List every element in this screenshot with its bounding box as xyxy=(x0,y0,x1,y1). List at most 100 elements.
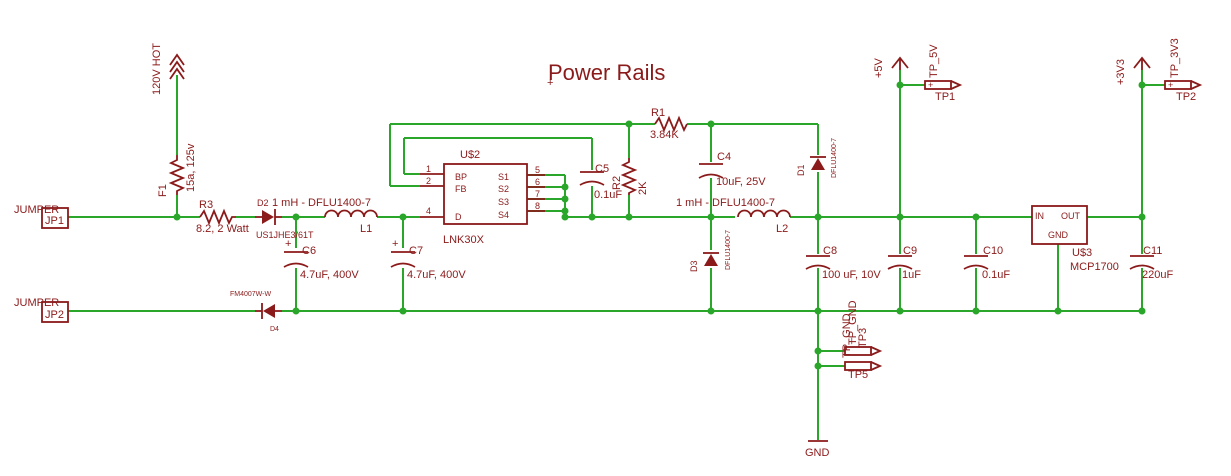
c5-value: 0.1uF xyxy=(594,189,622,201)
c10-value: 0.1uF xyxy=(982,269,1010,281)
u3-pin-out: OUT xyxy=(1061,211,1081,221)
l1-name: L1 xyxy=(360,223,372,235)
inductor-l1[interactable]: 1 mH - DFLU1400-7 L1 xyxy=(272,197,378,235)
junctions xyxy=(173,81,1146,370)
tp1-net: TP_5V xyxy=(928,44,940,78)
c9-value: 1uF xyxy=(902,269,921,281)
u2-pin6-num: 6 xyxy=(535,177,540,187)
testpoint-tp2[interactable]: + TP_3V3 TP2 xyxy=(1164,38,1203,103)
capacitor-c9[interactable]: C9 1uF xyxy=(887,245,921,281)
c4-name: C4 xyxy=(717,151,731,163)
capacitor-c6[interactable]: + C6 4.7uF, 400V xyxy=(283,238,359,281)
connector-jp1[interactable]: JUMPER JP1 xyxy=(14,204,69,229)
f1-name: F1 xyxy=(157,184,169,197)
svg-text:+: + xyxy=(285,238,291,250)
c7-name: C7 xyxy=(409,245,423,257)
capacitor-c11[interactable]: C11 220uF xyxy=(1129,245,1173,281)
fuse-f1[interactable]: F1 15a, 125v xyxy=(157,143,197,197)
r3-value: 8.2, 2 Watt xyxy=(196,223,249,235)
testpoint-tp5[interactable]: TP_GND TP5 xyxy=(841,313,883,381)
jp2-name-label: JP2 xyxy=(45,309,64,321)
capacitor-c7[interactable]: + C7 4.7uF, 400V xyxy=(390,238,466,281)
u2-value: LNK30X xyxy=(443,234,485,246)
c11-value: 220uF xyxy=(1142,269,1173,281)
u2-pin2-name: FB xyxy=(455,184,467,194)
r2-name: R2 xyxy=(611,176,623,190)
capacitor-c5[interactable]: C5 0.1uF xyxy=(579,163,622,201)
u3-pin-in: IN xyxy=(1035,211,1044,221)
u3-name: U$3 xyxy=(1072,247,1092,259)
d1-value: DFLU1400-7 xyxy=(831,138,838,178)
diode-d4[interactable]: FM4007W-W D4 xyxy=(230,291,282,333)
gnd-label: GND xyxy=(805,447,830,459)
c6-name: C6 xyxy=(302,245,316,257)
resistor-r2[interactable]: R2 2K xyxy=(611,158,649,195)
wires xyxy=(68,70,1165,440)
d4-name: D4 xyxy=(270,326,279,333)
u2-pin7-num: 7 xyxy=(535,189,540,199)
c7-value: 4.7uF, 400V xyxy=(407,269,466,281)
diode-d2[interactable]: D2 US1JHE3/61T xyxy=(255,198,314,240)
tp3-name: TP3 xyxy=(857,328,869,348)
u2-pin1-num: 1 xyxy=(426,164,431,174)
connector-jp2[interactable]: JUMPER JP2 xyxy=(14,297,69,323)
u2-pin8-name: S4 xyxy=(498,210,509,220)
capacitor-c10[interactable]: C10 0.1uF xyxy=(963,245,1010,281)
u2-pin6-name: S2 xyxy=(498,184,509,194)
v33-label: +3V3 xyxy=(1115,59,1127,85)
jp1-name-label: JP1 xyxy=(45,215,64,227)
tp2-net: TP_3V3 xyxy=(1169,38,1181,78)
d2-name: D2 xyxy=(257,198,269,208)
u3-pin-gnd: GND xyxy=(1048,230,1069,240)
capacitor-c4[interactable]: C4 10uF, 25V xyxy=(698,151,766,188)
d3-name: D3 xyxy=(689,260,699,272)
testpoint-tp1[interactable]: + TP_5V TP1 xyxy=(924,44,963,103)
ground-symbol: GND xyxy=(805,440,830,459)
c6-value: 4.7uF, 400V xyxy=(300,269,359,281)
svg-text:+: + xyxy=(1168,80,1173,90)
d3-value: DFLU1400-7 xyxy=(725,230,732,270)
u2-name: U$2 xyxy=(460,149,480,161)
title-origin-mark: + xyxy=(547,77,553,89)
d2-value: US1JHE3/61T xyxy=(256,230,314,240)
u2-pin4-name: D xyxy=(455,212,462,222)
jp2-type-label: JUMPER xyxy=(14,297,59,309)
d1-name: D1 xyxy=(796,164,806,176)
l1-value: 1 mH - DFLU1400-7 xyxy=(272,197,371,209)
tp3-net: TP_GND xyxy=(847,300,859,345)
inductor-l2[interactable]: 1 mH - DFLU1400-7 L2 xyxy=(676,197,791,235)
c4-value: 10uF, 25V xyxy=(716,176,766,188)
u3-value: MCP1700 xyxy=(1070,261,1119,273)
tp1-name: TP1 xyxy=(935,91,955,103)
u2-pin1-name: BP xyxy=(455,172,467,182)
schematic-title: Power Rails xyxy=(548,60,665,85)
supply-5v: +5V xyxy=(873,56,909,78)
diode-d3[interactable]: D3 DFLU1400-7 xyxy=(689,230,732,272)
ic-u3-mcp1700[interactable]: IN OUT GND U$3 MCP1700 xyxy=(1031,205,1119,273)
resistor-r3[interactable]: R3 8.2, 2 Watt xyxy=(196,199,249,235)
r1-name: R1 xyxy=(651,107,665,119)
c11-name: C11 xyxy=(1143,245,1162,257)
resistor-r1[interactable]: R1 3.84K xyxy=(650,107,688,141)
u2-pin5-name: S1 xyxy=(498,172,509,182)
diode-d1[interactable]: D1 DFLU1400-7 xyxy=(796,138,838,178)
ic-u2-lnk30x[interactable]: U$2 LNK30X 1 BP 2 FB 4 D 5 S1 6 S2 7 S3 … xyxy=(420,149,545,246)
v5-label: +5V xyxy=(873,57,885,78)
u2-pin8-num: 8 xyxy=(535,201,540,211)
u2-pin7-name: S3 xyxy=(498,197,509,207)
c9-name: C9 xyxy=(903,245,917,257)
hot-label: 120V HOT xyxy=(151,43,163,95)
c10-name: C10 xyxy=(983,245,1003,257)
u2-pin2-num: 2 xyxy=(426,176,431,186)
l2-value: 1 mH - DFLU1400-7 xyxy=(676,197,775,209)
testpoint-tp3[interactable]: TP_GND TP3 xyxy=(844,300,883,356)
f1-value: 15a, 125v xyxy=(185,143,197,192)
r1-value: 3.84K xyxy=(650,129,679,141)
supply-3v3: +3V3 xyxy=(1115,56,1151,85)
u2-pin5-num: 5 xyxy=(535,165,540,175)
r3-name: R3 xyxy=(199,199,213,211)
capacitor-c8[interactable]: C8 100 uF, 10V xyxy=(805,245,881,281)
r2-value: 2K xyxy=(637,181,649,195)
supply-120v-hot: 120V HOT xyxy=(151,43,185,95)
